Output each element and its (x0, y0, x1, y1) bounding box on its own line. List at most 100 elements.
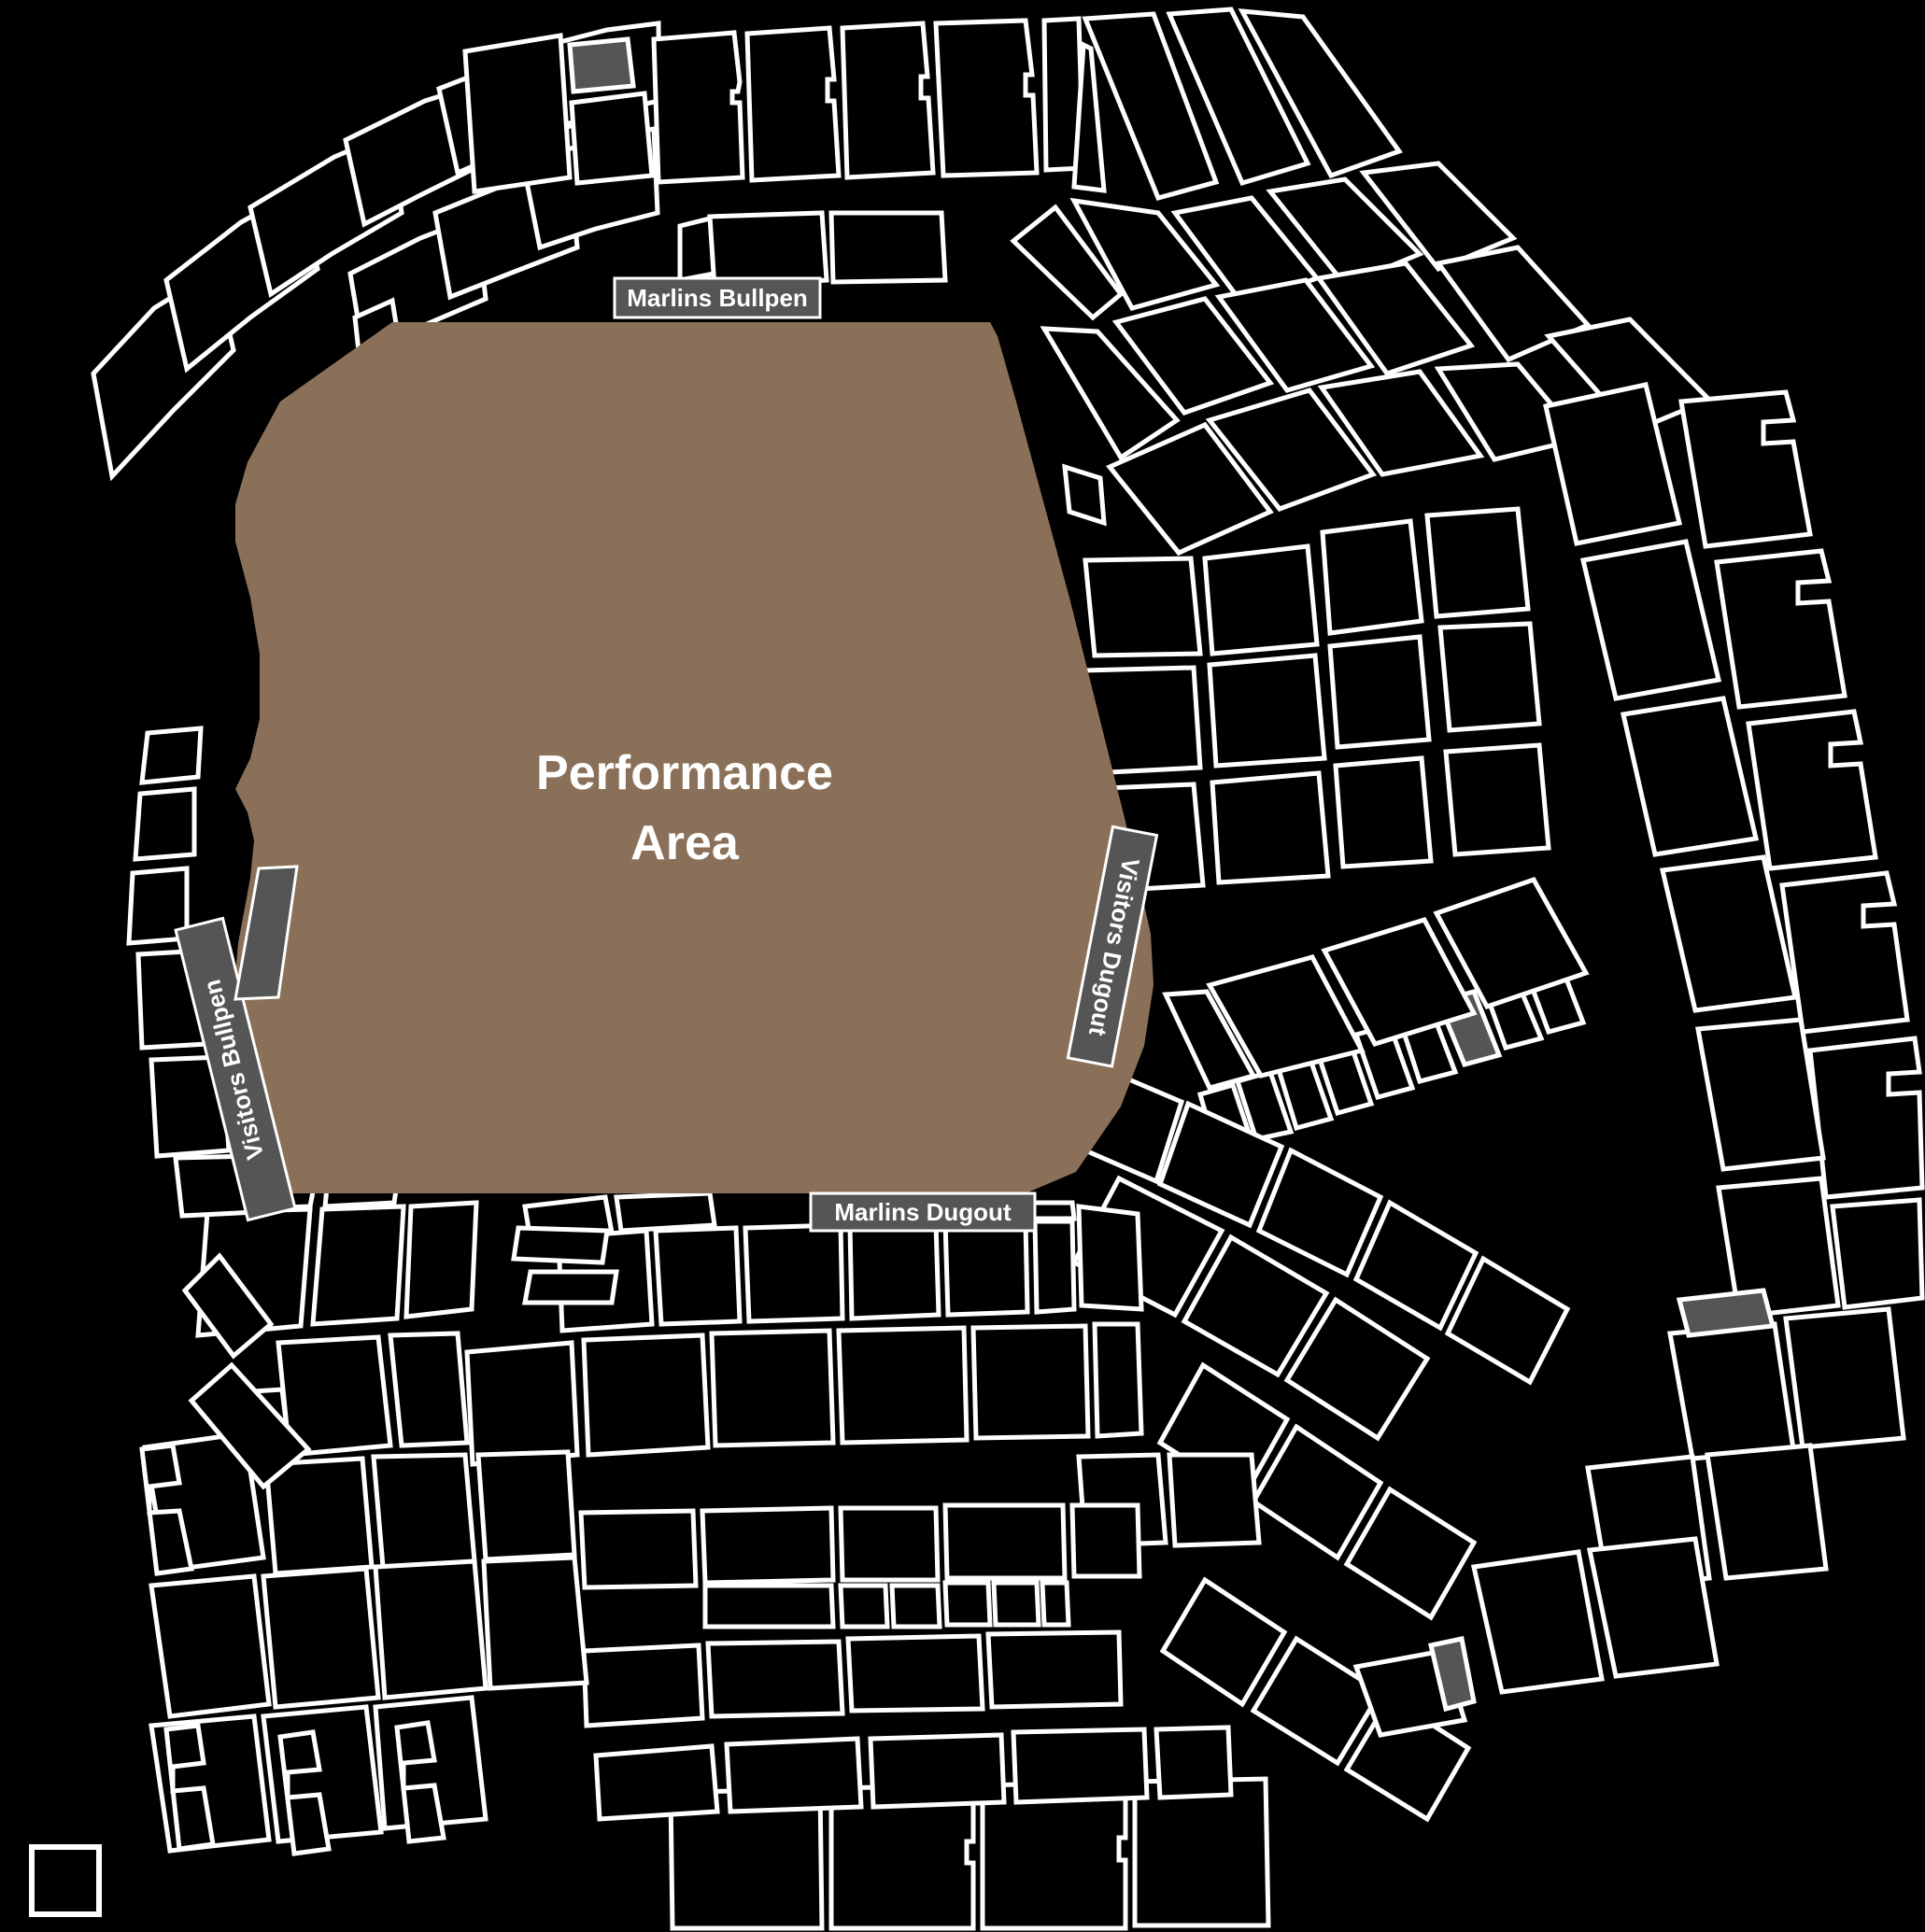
section-polygon[interactable] (942, 1502, 1068, 1581)
section-polygon[interactable] (1424, 506, 1531, 619)
section-group-right-middle[interactable] (1062, 463, 1551, 895)
section-polygon[interactable] (1266, 176, 1424, 289)
section-polygon[interactable] (991, 1580, 1041, 1628)
section-polygon[interactable] (133, 786, 197, 862)
section-polygon[interactable] (847, 1220, 941, 1321)
section-polygon[interactable] (868, 1732, 1007, 1810)
section-polygon[interactable] (462, 33, 573, 194)
section-polygon[interactable] (1106, 421, 1274, 557)
section-polygon[interactable] (403, 1200, 479, 1319)
section-polygon[interactable] (836, 1325, 970, 1445)
section-polygon[interactable] (1620, 696, 1760, 857)
section-polygon[interactable] (1579, 539, 1722, 701)
section-polygon-highlighted[interactable] (1427, 1636, 1477, 1713)
section-polygon[interactable] (828, 210, 948, 285)
marlins-dugout-box[interactable] (809, 1192, 1037, 1233)
section-polygon[interactable] (1214, 277, 1376, 393)
section-polygon[interactable] (1062, 463, 1107, 527)
section-polygon[interactable] (522, 1269, 619, 1305)
section-polygon[interactable] (1167, 1452, 1262, 1548)
section-polygon[interactable] (1433, 876, 1590, 1010)
section-polygon[interactable] (1040, 1580, 1071, 1628)
section-polygon[interactable] (1317, 369, 1485, 477)
section-polygon[interactable] (1678, 389, 1813, 549)
section-polygon[interactable] (1207, 653, 1327, 769)
section-polygon[interactable] (1443, 742, 1551, 857)
section-polygon-highlighted[interactable] (567, 36, 636, 94)
section-polygon[interactable] (1779, 870, 1910, 1035)
section-polygon[interactable] (705, 1639, 845, 1719)
section-polygon[interactable] (1092, 1321, 1144, 1439)
section-polygon[interactable] (1352, 1199, 1479, 1332)
visitors-dugout-box[interactable] (1066, 825, 1159, 1068)
section-polygon[interactable] (1283, 1296, 1431, 1442)
performance-area-shape[interactable] (232, 322, 1154, 1193)
section-polygon[interactable] (373, 1558, 488, 1700)
section-polygon[interactable] (1210, 770, 1331, 885)
section-polygon[interactable] (1069, 1502, 1142, 1579)
section-polygon[interactable] (1359, 161, 1518, 273)
section-polygon[interactable] (1010, 204, 1125, 321)
section-polygon[interactable] (1162, 989, 1257, 1091)
section-polygon[interactable] (724, 1736, 864, 1814)
section-group-top-row[interactable] (462, 16, 1086, 194)
section-polygon[interactable] (840, 21, 936, 180)
section-polygon[interactable] (1714, 548, 1847, 710)
section-polygon[interactable] (1586, 1536, 1720, 1679)
section-polygon[interactable] (1111, 296, 1275, 416)
section-polygon[interactable] (1343, 1486, 1478, 1621)
section-polygon[interactable] (126, 866, 190, 946)
visitors-bullpen-upper-segment[interactable] (234, 865, 299, 1001)
section-polygon[interactable] (1783, 1306, 1906, 1450)
section-polygon[interactable] (1255, 1147, 1384, 1278)
section-polygon[interactable] (1082, 11, 1220, 201)
section-polygon[interactable] (261, 1566, 381, 1710)
marlins-bullpen-box[interactable] (613, 276, 822, 319)
section-polygon[interactable] (838, 1505, 941, 1583)
section-polygon[interactable] (1205, 388, 1378, 512)
section-polygon[interactable] (181, 1252, 275, 1360)
section-group-bottom-inner[interactable] (464, 1191, 1144, 1467)
section-polygon[interactable] (1071, 41, 1107, 193)
section-polygon[interactable] (569, 91, 655, 186)
section-polygon[interactable] (1437, 621, 1542, 733)
section-polygon[interactable] (1250, 1635, 1384, 1767)
section-polygon[interactable] (1011, 1727, 1150, 1805)
section-polygon[interactable] (970, 1323, 1091, 1441)
section-polygon[interactable] (475, 1449, 577, 1562)
section-polygon[interactable] (1543, 382, 1683, 546)
section-polygon[interactable] (163, 1723, 216, 1852)
section-polygon[interactable] (614, 1191, 717, 1234)
section-polygon[interactable] (1314, 261, 1476, 376)
section-polygon[interactable] (263, 1456, 375, 1576)
section-polygon[interactable] (388, 1331, 470, 1448)
section-polygon[interactable] (707, 210, 829, 290)
section-polygon[interactable] (464, 1340, 580, 1467)
section-polygon[interactable] (149, 1054, 232, 1159)
section-polygon[interactable] (593, 1743, 720, 1822)
section-polygon[interactable] (371, 1452, 477, 1570)
section-polygon[interactable] (139, 1443, 194, 1576)
section-polygon[interactable] (1040, 326, 1181, 461)
section-polygon[interactable] (188, 1361, 312, 1490)
section-polygon[interactable] (1321, 917, 1478, 1047)
section-polygon[interactable] (1830, 1197, 1925, 1310)
section-polygon[interactable] (310, 1204, 406, 1327)
section-polygon[interactable] (1444, 1255, 1571, 1386)
section-polygon[interactable] (709, 1328, 836, 1448)
section-polygon[interactable] (581, 1333, 711, 1458)
section-polygon[interactable] (1076, 1204, 1144, 1312)
section-polygon[interactable] (1166, 7, 1311, 187)
legend-swatch[interactable] (29, 1844, 102, 1917)
section-polygon[interactable] (1159, 1576, 1288, 1708)
section-polygon[interactable] (845, 1633, 985, 1713)
section-group-lower-left[interactable] (139, 1136, 619, 1856)
section-group-right-outer-ring[interactable] (1543, 382, 1925, 1200)
section-polygon[interactable] (1327, 634, 1432, 750)
section-polygon[interactable] (1069, 197, 1221, 311)
section-polygon[interactable] (942, 1219, 1030, 1318)
section-polygon[interactable] (277, 1729, 332, 1856)
section-polygon[interactable] (1238, 8, 1403, 179)
section-polygon[interactable] (511, 1225, 610, 1265)
section-polygon[interactable] (1716, 1176, 1841, 1319)
